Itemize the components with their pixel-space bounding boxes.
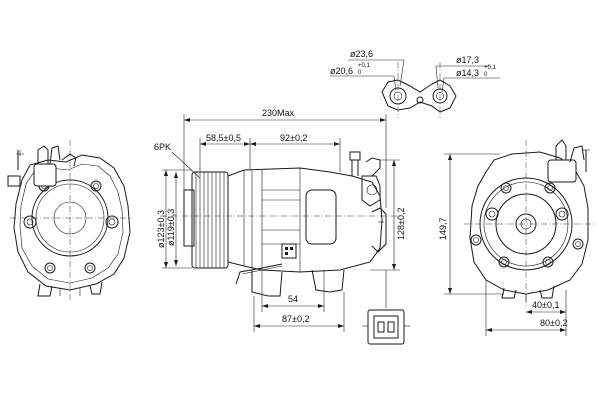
rear-view-dimensions: 149,7 40±0,1 80±0,2 [438,153,567,336]
dim-6pk: 6PK [154,142,171,152]
dim-54: 54 [288,294,298,304]
compressor-rear-view-icon [464,139,596,306]
dim-58-5: 58,5±0,5 [206,133,241,143]
dim-dia-119: ø119±0,3 [166,209,176,246]
dim-overall-length: 230Max [262,108,295,118]
dim-dia-14-3-tol: +0,1 [484,65,497,71]
dim-40: 40±0,1 [532,300,559,310]
dim-dia-14-3-tol-lower: 0 [484,72,488,78]
dim-dia-20-6-tol: +0,1 [358,63,371,69]
dim-dia-17-3: ø17,3 [456,55,479,65]
dim-149-7: 149,7 [438,217,448,240]
side-view-dimensions: 230Max 58,5±0,5 92±0,2 6PK ø123±0,3 ø119… [154,108,406,332]
dim-dia-23-6: ø23,6 [350,49,373,59]
compressor-side-view-icon [160,151,400,297]
dim-dia-14-3: ø14,3 [456,68,479,78]
dim-dia-20-6: ø20,6 [330,66,353,76]
dim-87: 87±0,2 [282,314,309,324]
compressor-front-view-icon [7,140,132,300]
dim-dia-123: ø123±0,3 [156,210,166,248]
dim-128: 128±0,2 [396,208,406,240]
dim-92: 92±0,2 [280,133,307,143]
dim-dia-20-6-tol-lower: 0 [358,70,362,76]
dim-80: 80±0,2 [540,318,567,328]
port-fitting-icon [330,59,500,118]
electrical-connector-icon [362,270,410,345]
